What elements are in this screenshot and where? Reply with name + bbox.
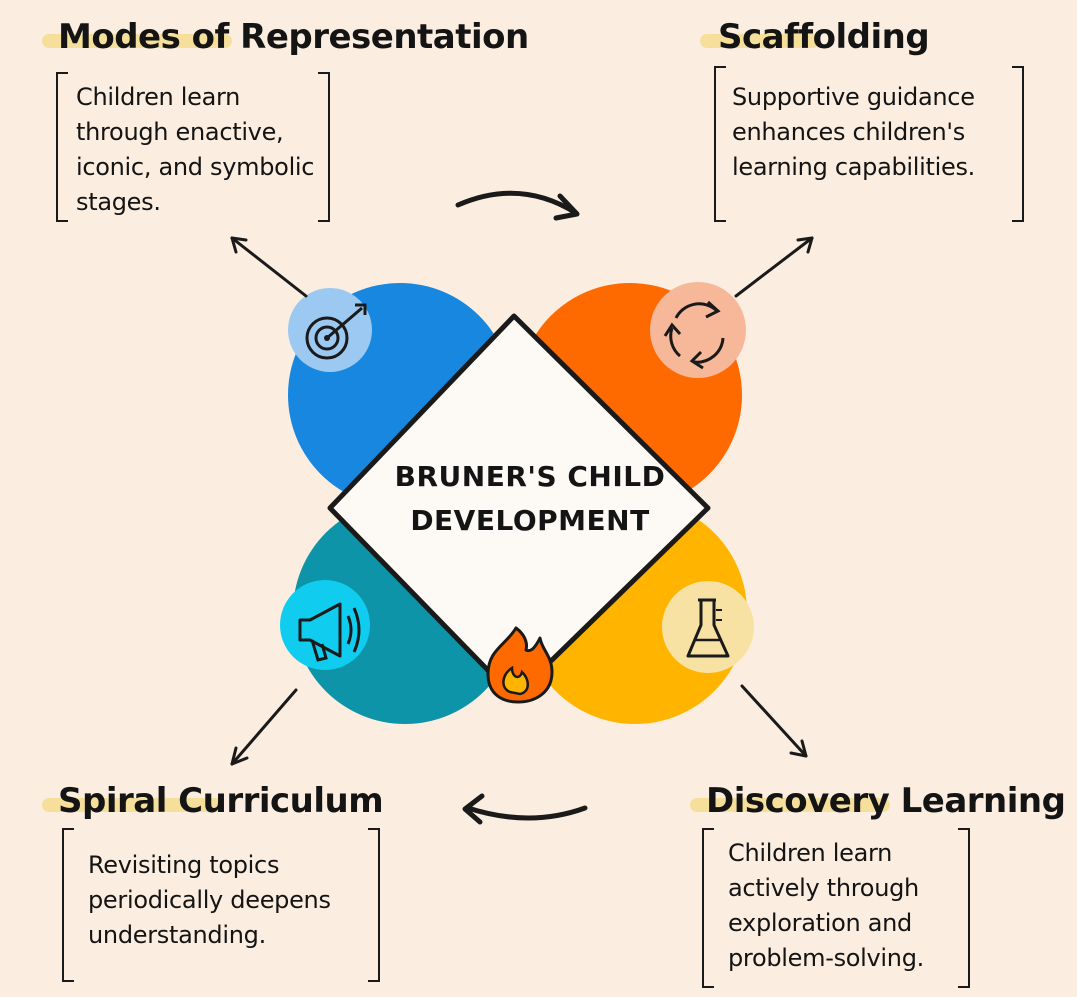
scaffolding-description: Supportive guidance enhances children's … — [732, 83, 975, 181]
discovery-description: Children learn actively through explorat… — [728, 839, 924, 972]
modes-bracket-right — [318, 72, 330, 222]
discovery-bracket-right — [958, 828, 970, 988]
megaphone-icon — [280, 580, 370, 670]
scaffolding-bracket-right — [1012, 66, 1024, 222]
modes-title: Modes of Representation — [58, 17, 529, 57]
scaffolding-bracket-left — [714, 66, 726, 222]
flow-arrow-bottom — [462, 793, 588, 825]
arrow-to-discovery — [740, 684, 808, 758]
flame-icon — [486, 626, 554, 704]
discovery-title: Discovery Learning — [706, 781, 1066, 821]
spiral-title: Spiral Curriculum — [58, 781, 384, 821]
discovery-bracket-left — [702, 828, 714, 988]
spiral-bracket-left — [62, 828, 74, 982]
modes-description: Children learn through enactive, iconic,… — [76, 83, 315, 216]
spiral-description: Revisiting topics periodically deepens u… — [88, 851, 331, 949]
target-icon — [288, 288, 372, 372]
scaffolding-title: Scaffolding — [718, 17, 930, 57]
scaffolding-title-highlight — [700, 34, 820, 48]
modes-bracket-left — [56, 72, 68, 222]
cycle-arrows-icon — [650, 282, 746, 378]
spiral-bracket-right — [368, 828, 380, 982]
arrow-to-scaffolding — [734, 236, 814, 298]
flow-arrow-top — [455, 190, 580, 221]
center-title: BRUNER'S CHILD DEVELOPMENT — [394, 460, 666, 537]
spiral-title-highlight — [42, 798, 222, 812]
arrow-to-modes — [230, 236, 308, 298]
flask-icon — [662, 581, 754, 673]
modes-title-highlight — [42, 34, 232, 48]
arrow-to-spiral — [230, 688, 298, 766]
discovery-title-highlight — [690, 798, 890, 812]
